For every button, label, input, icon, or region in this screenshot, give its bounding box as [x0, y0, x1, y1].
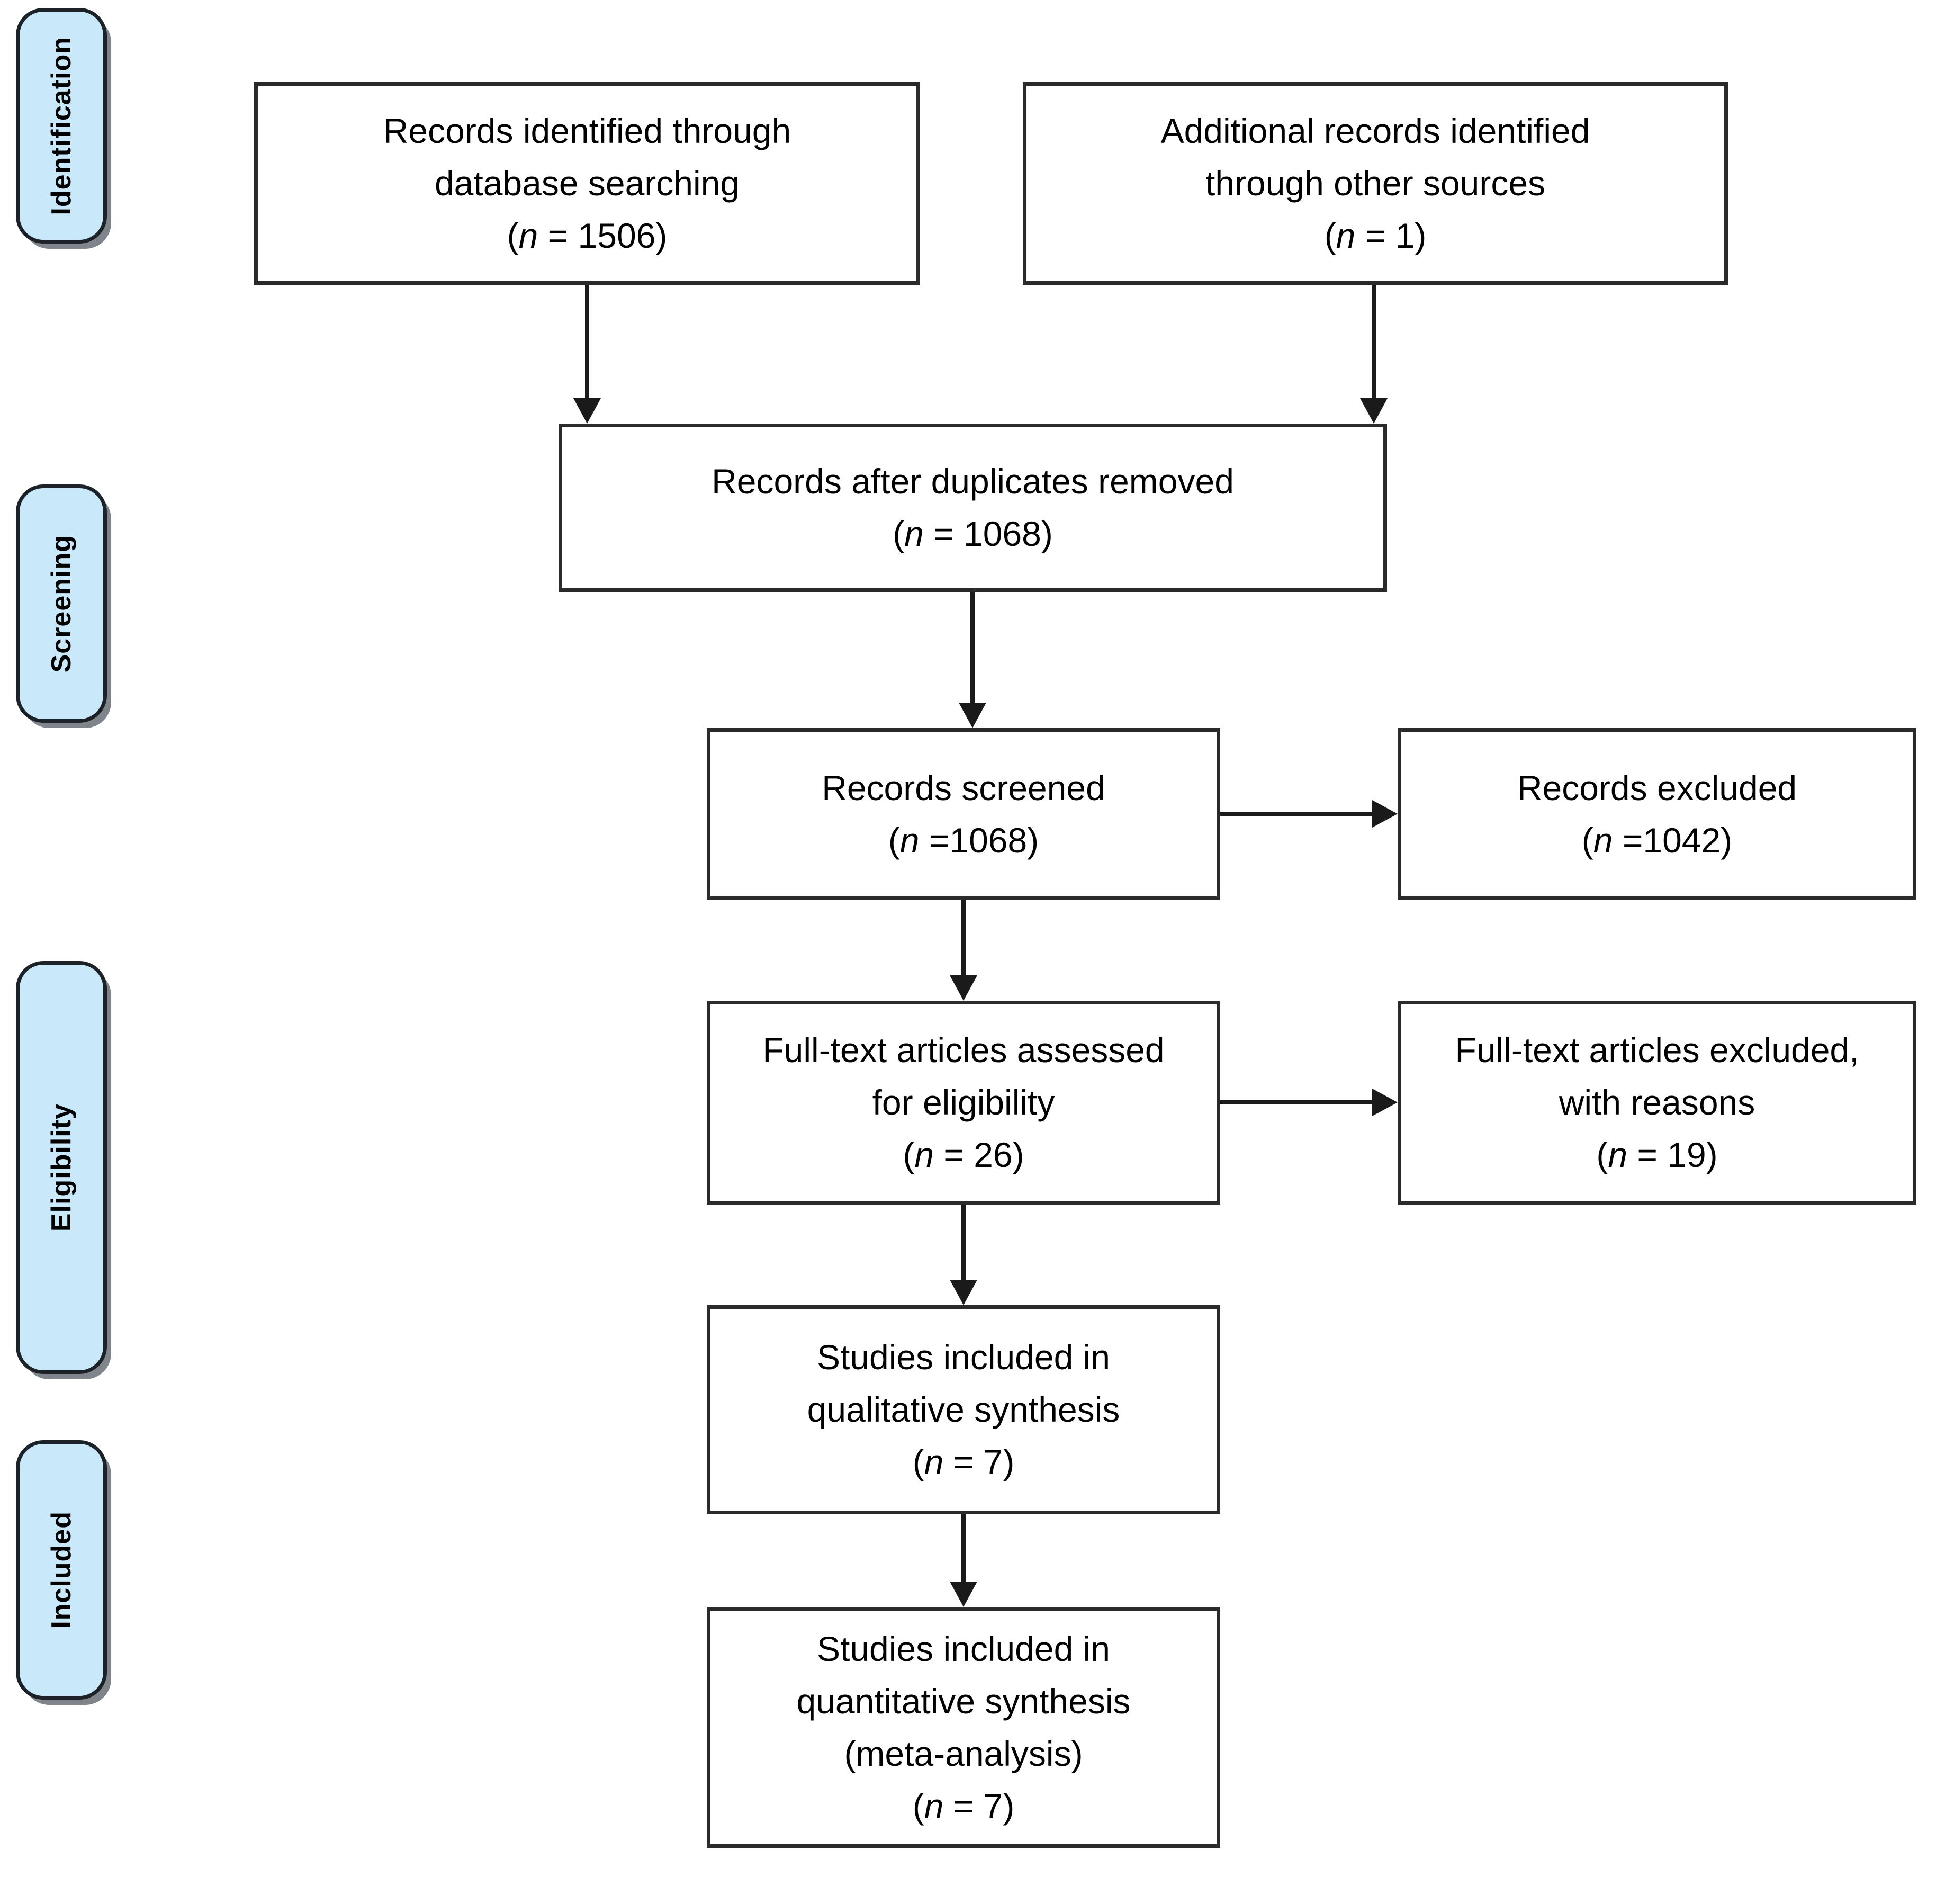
flow-box-duplicates-removed: Records after duplicates removed (n = 10… — [559, 424, 1387, 592]
flow-box-text: through other sources — [1205, 164, 1546, 203]
flow-box-count: (n =1042) — [1581, 820, 1733, 860]
flow-box-text: Records screened — [822, 768, 1105, 807]
flow-box-text: Records after duplicates removed — [712, 462, 1234, 501]
connector-line-box8-to-box9 — [961, 1514, 966, 1583]
flow-box-text: Full-text articles excluded, — [1455, 1030, 1859, 1070]
arrowhead-right-into-box7 — [1372, 1089, 1398, 1116]
connector-line-box3-to-box4 — [970, 592, 975, 704]
connector-line-box1-to-box3 — [585, 285, 589, 399]
arrowhead-down-into-box6 — [950, 975, 977, 1001]
flow-box-quantitative-synthesis: Studies included in quantitative synthes… — [707, 1607, 1220, 1848]
flow-box-text: (meta-analysis) — [844, 1734, 1083, 1773]
flow-box-additional-records: Additional records identified through ot… — [1023, 82, 1728, 285]
arrowhead-down-into-box3-right — [1360, 398, 1388, 424]
arrowhead-right-into-box5 — [1372, 800, 1398, 828]
flow-box-records-excluded: Records excluded (n =1042) — [1398, 728, 1916, 900]
flow-box-text: qualitative synthesis — [807, 1390, 1120, 1429]
flow-box-count: (n = 1) — [1324, 216, 1427, 255]
stage-label-eligibility: Eligibility — [46, 1103, 77, 1232]
connector-line-box2-to-box3 — [1372, 285, 1376, 399]
stage-label-identification: Identification — [46, 36, 77, 215]
flow-box-text: Full-text articles assessed — [762, 1030, 1165, 1070]
stage-box-screening: Screening — [16, 484, 107, 723]
flow-box-count: (n = 26) — [903, 1135, 1024, 1174]
stage-box-included: Included — [16, 1440, 107, 1700]
connector-line-box6-to-box7 — [1220, 1100, 1373, 1104]
stage-box-eligibility: Eligibility — [16, 961, 107, 1374]
flow-box-count: (n = 1506) — [507, 216, 668, 255]
stage-label-screening: Screening — [46, 534, 77, 673]
flow-box-count: (n =1068) — [888, 820, 1039, 860]
flow-box-text: Studies included in — [816, 1337, 1111, 1377]
stage-box-identification: Identification — [16, 8, 107, 244]
arrowhead-down-into-box8 — [950, 1280, 977, 1305]
flow-box-count: (n = 1068) — [893, 514, 1053, 553]
flow-box-text: database searching — [434, 164, 740, 203]
flow-box-text: for eligibility — [872, 1083, 1055, 1122]
flow-box-text: with reasons — [1559, 1083, 1755, 1122]
flow-box-text: Additional records identified — [1160, 111, 1590, 150]
flow-box-count: (n = 7) — [912, 1442, 1015, 1481]
flow-box-records-identified: Records identified through database sear… — [254, 82, 920, 285]
flow-box-count: (n = 7) — [912, 1786, 1015, 1826]
flow-box-fulltext-excluded: Full-text articles excluded, with reason… — [1398, 1001, 1916, 1205]
flow-box-text: Records identified through — [383, 111, 791, 150]
arrowhead-down-into-box4 — [959, 703, 986, 728]
connector-line-box4-to-box6 — [961, 900, 966, 976]
connector-line-box4-to-box5 — [1220, 812, 1373, 816]
flow-box-text: Studies included in — [816, 1629, 1111, 1668]
flow-box-records-screened: Records screened (n =1068) — [707, 728, 1220, 900]
arrowhead-down-into-box9 — [950, 1582, 977, 1607]
flow-box-text: quantitative synthesis — [796, 1681, 1131, 1721]
flow-box-count: (n = 19) — [1596, 1135, 1718, 1174]
stage-label-included: Included — [46, 1511, 77, 1629]
arrowhead-down-into-box3-left — [573, 398, 601, 424]
connector-line-box6-to-box8 — [961, 1205, 966, 1281]
flow-box-qualitative-synthesis: Studies included in qualitative synthesi… — [707, 1305, 1220, 1514]
flow-box-fulltext-assessed: Full-text articles assessed for eligibil… — [707, 1001, 1220, 1205]
flow-box-text: Records excluded — [1517, 768, 1797, 807]
